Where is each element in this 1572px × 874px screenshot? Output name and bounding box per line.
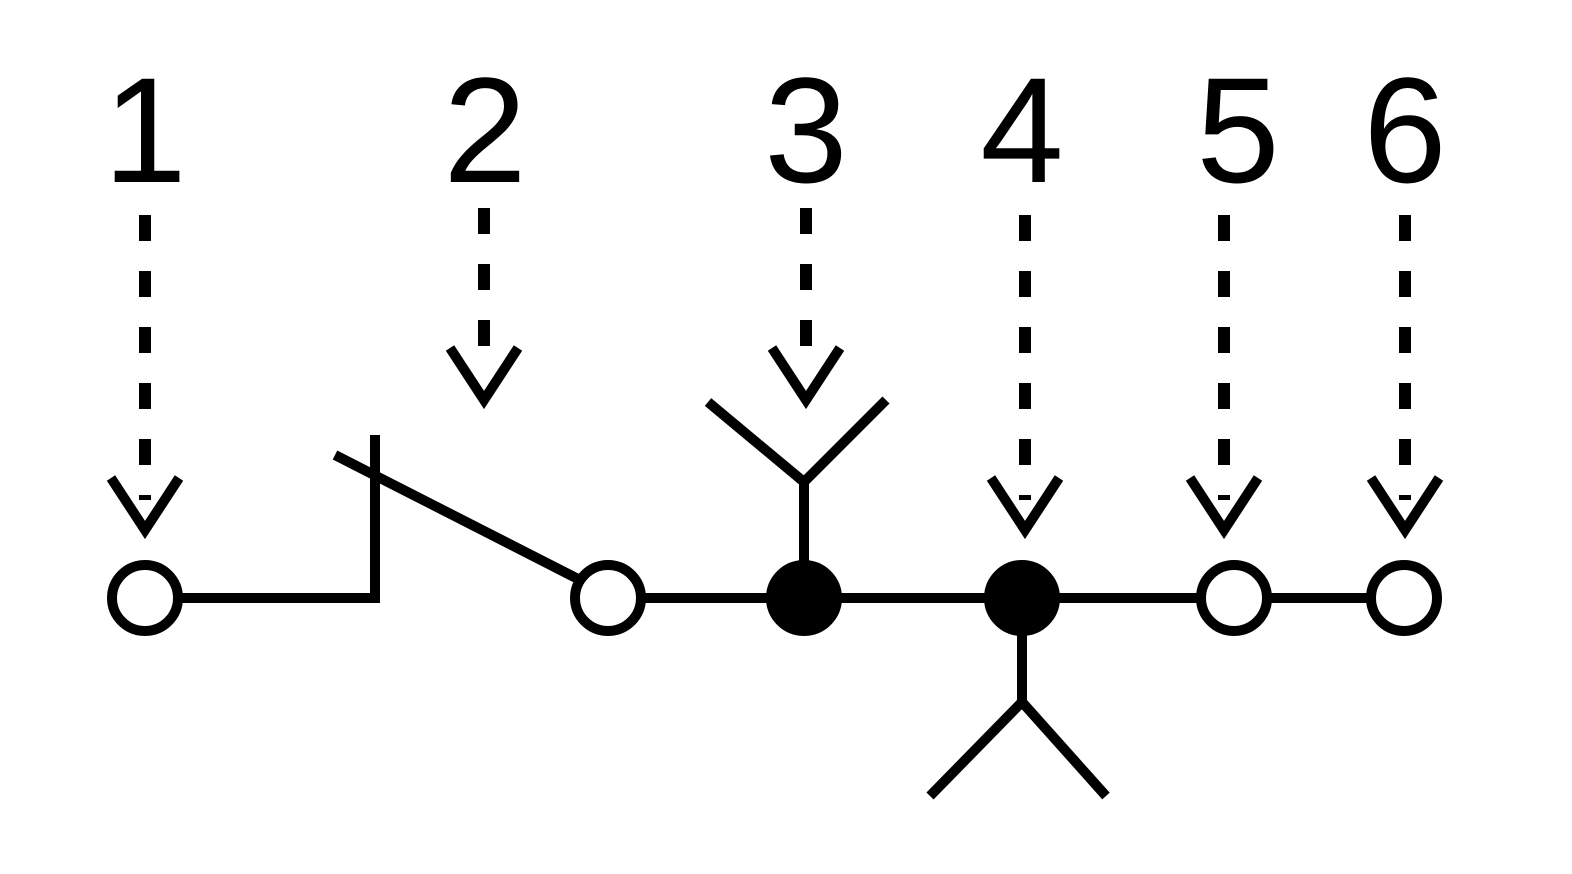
label-5: 5 (1196, 46, 1279, 214)
open-terminal-1 (107, 560, 183, 636)
antenna-bottom (926, 630, 1110, 800)
label-1: 1 (103, 46, 186, 214)
open-terminal-2 (570, 560, 646, 636)
open-terminal-5 (1196, 560, 1272, 636)
arrow-4 (986, 215, 1064, 540)
label-4: 4 (980, 46, 1063, 214)
label-6: 6 (1363, 46, 1446, 214)
junction-node-4 (984, 560, 1060, 636)
antenna-top (704, 396, 890, 565)
arrow-6 (1366, 215, 1444, 540)
junction-node-3 (766, 560, 842, 636)
label-2: 2 (443, 46, 526, 214)
arrow-2 (445, 208, 523, 410)
arrow-5 (1185, 215, 1263, 540)
arrow-1 (106, 215, 184, 540)
label-3: 3 (764, 46, 847, 214)
arrow-3 (767, 208, 845, 410)
open-terminal-6 (1366, 560, 1442, 636)
